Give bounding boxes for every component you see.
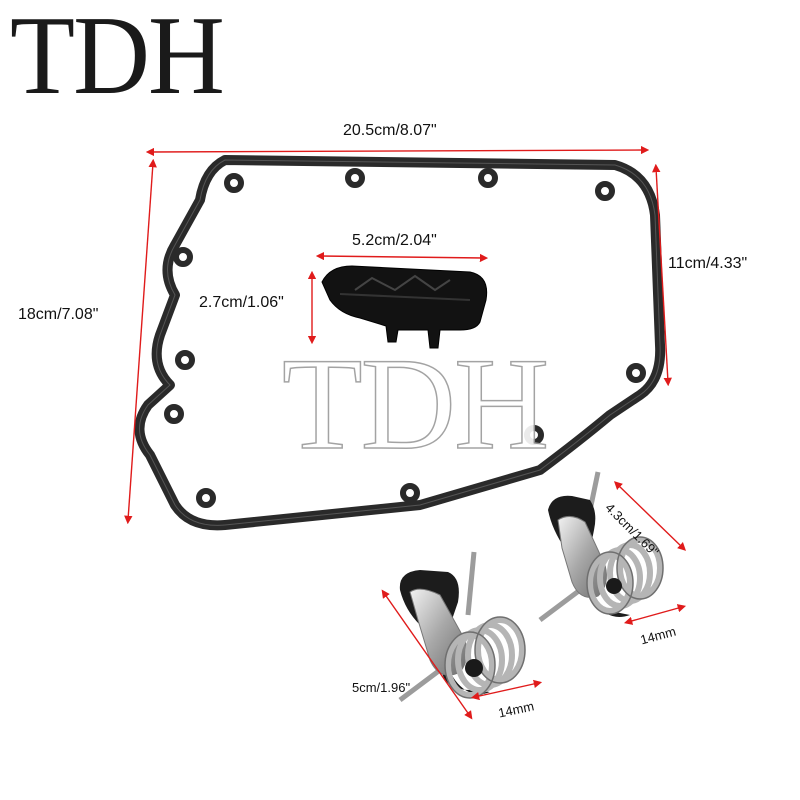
dim-line-tensioner-left-length — [381, 589, 473, 720]
tensioner-shoe — [321, 265, 488, 349]
brand-watermark: TDH — [281, 330, 550, 477]
label-shoe-width: 5.2cm/2.04" — [352, 232, 437, 249]
gasket-hole — [224, 173, 244, 193]
label-shoe-height: 2.7cm/1.06" — [199, 294, 284, 311]
dimension-lines — [124, 145, 687, 720]
label-gasket-width: 20.5cm/8.07" — [343, 122, 437, 139]
gasket-hole — [164, 404, 184, 424]
gasket-hole — [400, 483, 420, 503]
dim-line-tensioner-right-length — [613, 481, 687, 551]
gasket-hole — [478, 168, 498, 188]
gasket — [134, 155, 666, 531]
tensioner-left — [398, 551, 526, 702]
dim-line-tensioner-right-width — [623, 604, 687, 625]
gasket-hole — [595, 181, 615, 201]
dim-line-tensioner-left-width — [470, 679, 543, 701]
dim-line-gasket-width — [145, 145, 650, 157]
gasket-hole — [345, 168, 365, 188]
label-gasket-height: 18cm/7.08" — [18, 306, 99, 323]
label-gasket-side: 11cm/4.33" — [668, 255, 748, 272]
gasket-hole — [173, 247, 193, 267]
brand-logo: TDH — [10, 0, 225, 118]
dim-line-shoe-width — [315, 251, 489, 263]
gasket-hole — [524, 425, 544, 445]
gasket-hole — [175, 350, 195, 370]
dim-line-gasket-side — [652, 163, 672, 387]
gasket-hole — [196, 488, 216, 508]
dim-line-gasket-height — [124, 158, 157, 525]
gasket-hole — [626, 363, 646, 383]
label-tensioner-left-length: 5cm/1.96" — [352, 680, 411, 695]
